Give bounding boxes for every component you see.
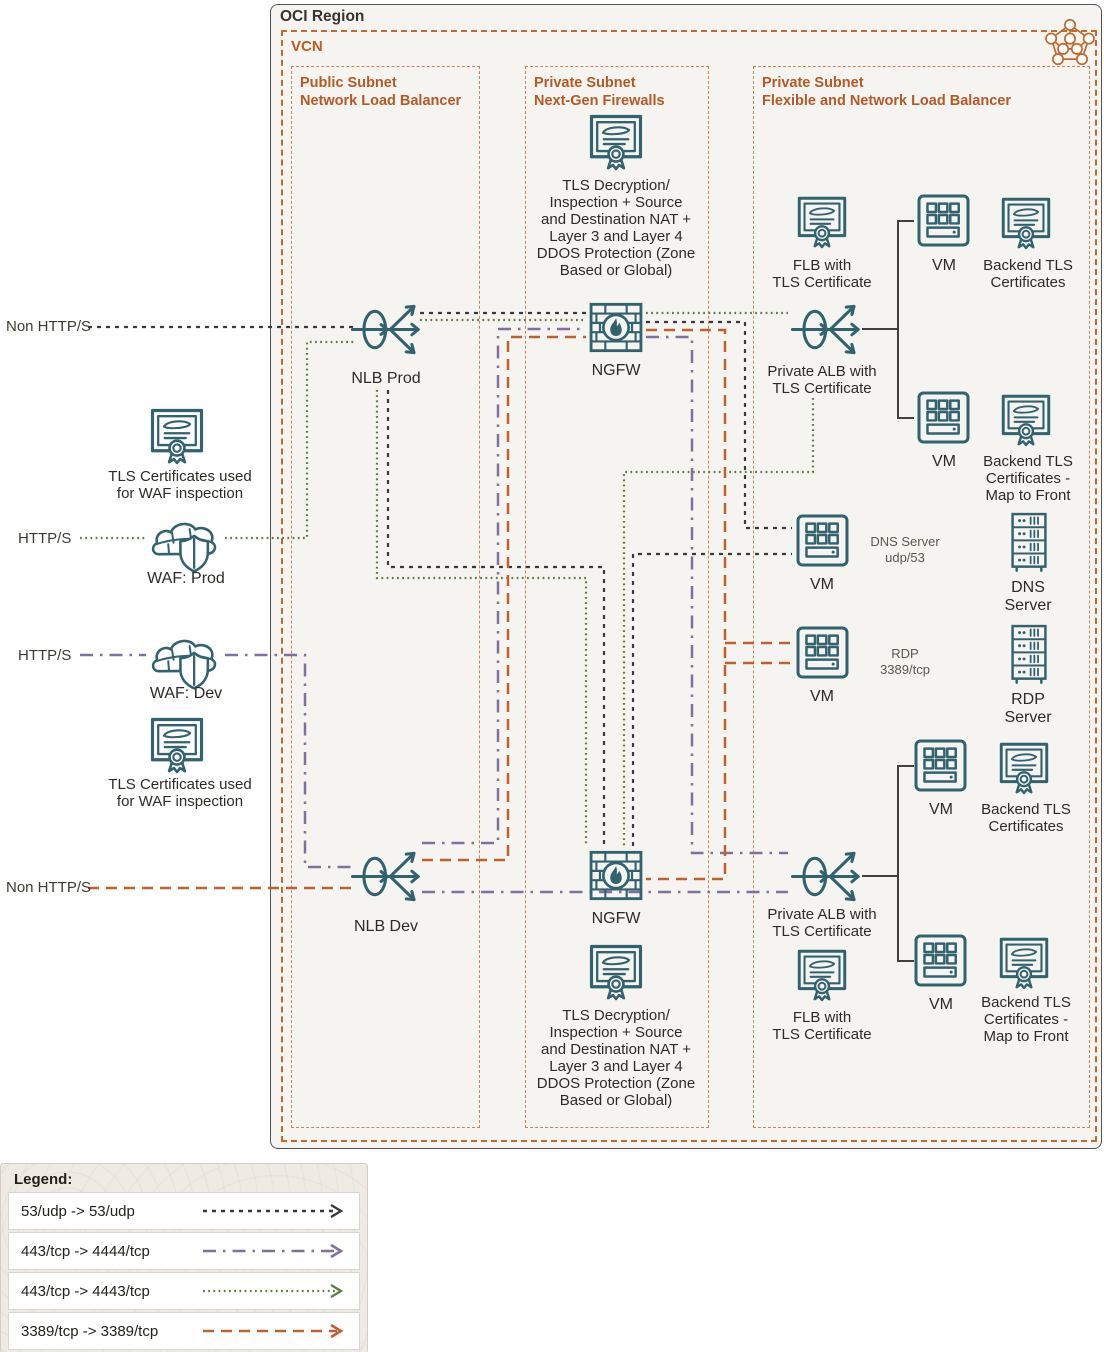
backend-tls-map-bottom-cert-icon <box>998 934 1050 990</box>
waf-prod-caption: WAF: Prod <box>147 570 225 587</box>
tls-decrypt-top-caption: TLS Decryption/ Inspection + Source and … <box>536 177 696 280</box>
legend-label-443-4443: 443/tcp -> 4443/tcp <box>21 1282 150 1300</box>
vm-dns-icon <box>794 512 851 569</box>
public-subnet-nlb-box: Public Subnet Network Load Balancer <box>291 66 480 1128</box>
backend-tls-top-caption: Backend TLS Certificates <box>983 257 1073 292</box>
ngfw-subnet-title: Private Subnet Next-Gen Firewalls <box>534 75 665 110</box>
backend-tls-map-top-cert-icon <box>1000 391 1052 447</box>
backend-tls-bottom-cert-icon <box>998 739 1050 795</box>
legend-label-443-4444: 443/tcp -> 4444/tcp <box>21 1242 150 1260</box>
non-https-bottom-label: Non HTTP/S <box>6 879 92 896</box>
dotted-black-arrow-icon <box>203 1203 344 1219</box>
flb-bottom-caption: FLB with TLS Certificate <box>772 1009 872 1044</box>
backend-tls-bottom-caption: Backend TLS Certificates <box>981 801 1071 836</box>
vm-rdp-caption: VM <box>810 688 834 705</box>
flb-top-cert-icon <box>796 193 848 249</box>
https-dev-label: HTTP/S <box>18 647 72 664</box>
private-alb-bottom-icon <box>790 838 862 915</box>
dns-server-caption: DNS Server <box>1004 579 1052 615</box>
private-alb-bottom-caption: Private ALB with TLS Certificate <box>767 906 877 941</box>
ngfw-bottom-caption: NGFW <box>591 910 641 927</box>
vcn-label: VCN <box>291 38 323 55</box>
waf-dev-caption: WAF: Dev <box>149 685 223 702</box>
non-https-top-label: Non HTTP/S <box>6 318 92 335</box>
waf-prod-icon <box>146 510 224 574</box>
backend-tls-map-top-caption: Backend TLS Certificates - Map to Front <box>983 453 1073 505</box>
flb-top-caption: FLB with TLS Certificate <box>772 257 872 292</box>
private-alb-top-icon <box>790 291 862 368</box>
tls-decrypt-top-cert-icon <box>588 111 644 171</box>
vcn-box <box>281 30 1097 1142</box>
legend-title: Legend: <box>14 1171 73 1188</box>
vm-top2-icon <box>915 389 972 446</box>
vm-top1-icon <box>915 192 972 249</box>
rdp-port-note: RDP 3389/tcp <box>880 646 930 677</box>
nlb-prod-icon <box>351 291 421 368</box>
nlb-dev-icon <box>351 838 421 915</box>
rdp-server-caption: RDP Server <box>1004 691 1052 727</box>
ngfw-top-icon <box>587 299 645 356</box>
tls-decrypt-bottom-cert-icon <box>588 941 644 1001</box>
flb-bottom-cert-icon <box>796 946 848 1002</box>
ngfw-bottom-icon <box>587 847 645 904</box>
legend-label-3389: 3389/tcp -> 3389/tcp <box>21 1322 159 1340</box>
private-alb-top-caption: Private ALB with TLS Certificate <box>767 363 877 398</box>
legend-row-3389: 3389/tcp -> 3389/tcp <box>8 1312 360 1350</box>
tls-certificate-waf-top-icon <box>149 405 205 465</box>
vm-bottom1-caption: VM <box>929 801 953 818</box>
oci-region-title: OCI Region <box>280 8 365 25</box>
nlb-prod-caption: NLB Prod <box>351 370 421 387</box>
vm-bottom1-icon <box>912 737 969 794</box>
https-prod-label: HTTP/S <box>18 530 72 547</box>
tls-cert-waf-bottom-caption: TLS Certificates used for WAF inspection <box>108 776 252 811</box>
backend-tls-top-cert-icon <box>1000 194 1052 250</box>
vm-dns-caption: VM <box>810 576 834 593</box>
tls-cert-waf-top-caption: TLS Certificates used for WAF inspection <box>108 468 252 503</box>
legend-row-53udp: 53/udp -> 53/udp <box>8 1192 360 1230</box>
dashed-orange-arrow-icon <box>203 1323 344 1339</box>
waf-dev-icon <box>146 627 224 691</box>
public-subnet-title: Public Subnet Network Load Balancer <box>300 75 462 110</box>
vcn-network-icon <box>1044 18 1096 66</box>
dns-server-icon <box>1006 510 1052 574</box>
vm-rdp-icon <box>794 624 851 681</box>
vm-bottom2-caption: VM <box>929 996 953 1013</box>
tls-decrypt-bottom-caption: TLS Decryption/ Inspection + Source and … <box>536 1007 696 1110</box>
flb-subnet-title: Private Subnet Flexible and Network Load… <box>762 75 1011 110</box>
vm-top2-caption: VM <box>932 453 956 470</box>
dotted-green-arrow-icon <box>203 1284 344 1298</box>
legend-row-443-4444: 443/tcp -> 4444/tcp <box>8 1232 360 1270</box>
vm-top1-caption: VM <box>932 257 956 274</box>
dashdot-purple-arrow-icon <box>203 1243 344 1259</box>
dns-port-note: DNS Server udp/53 <box>870 534 940 565</box>
nlb-dev-caption: NLB Dev <box>353 918 419 935</box>
ngfw-top-caption: NGFW <box>591 362 641 379</box>
backend-tls-map-bottom-caption: Backend TLS Certificates - Map to Front <box>981 994 1071 1046</box>
legend-row-443-4443: 443/tcp -> 4443/tcp <box>8 1272 360 1310</box>
rdp-server-icon <box>1006 622 1052 686</box>
vm-bottom2-icon <box>912 932 969 989</box>
legend-label-53udp: 53/udp -> 53/udp <box>21 1202 135 1220</box>
tls-certificate-waf-bottom-icon <box>149 714 205 774</box>
